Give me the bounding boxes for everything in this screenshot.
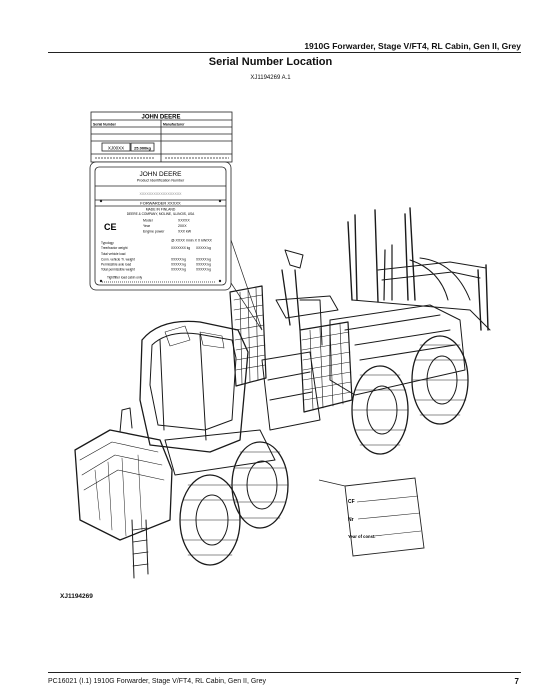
plate-main-row-label: Engine power — [143, 230, 165, 234]
plate-small — [344, 477, 425, 557]
header-rule — [48, 52, 521, 53]
plate-main-maker-2: DEERE & COMPANY, MOLINE, ILLINOIS, USA — [127, 212, 195, 216]
plate-main-row2-v2: XXXXX kg — [196, 246, 211, 250]
forwarder-machine-illustration — [74, 207, 491, 579]
callout-lines — [230, 239, 346, 487]
plate-main-row2-label: Typology — [101, 241, 114, 245]
plate-main-note: Tightfilter load cabin only — [107, 276, 143, 280]
plate-top-serial-label: Serial Number — [93, 123, 117, 127]
plate-main-row2-v1: XXXXX kg — [171, 268, 186, 272]
plate-main-row2-v2: XXXXX kg — [196, 268, 211, 272]
footer-rule — [48, 672, 521, 673]
plate-main-row-label: Model — [143, 219, 153, 223]
plate-main-row2-v1: XXXXX kg — [171, 258, 186, 262]
plate-main-model-line: FORWARDER XXXXX — [140, 201, 181, 206]
plate-main-row-value: 20XX — [178, 224, 187, 228]
ce-mark: CE — [104, 222, 117, 232]
plate-top-box-text: XJ00XX — [108, 146, 124, 151]
document-header-title: 1910G Forwarder, Stage V/FT4, RL Cabin, … — [304, 41, 521, 51]
page-number: 7 — [514, 677, 519, 686]
plate-main-brand: JOHN DEERE — [140, 171, 183, 178]
plate-main-serial-value: XXXXXXXXXXXXXXXXXX — [139, 192, 182, 196]
plate-main — [89, 161, 232, 291]
plate-main-row2-label: Total permissible weight — [101, 268, 135, 272]
footer-text: PC16021 (I.1) 1910G Forwarder, Stage V/F… — [48, 678, 267, 685]
plate-top-brand: JOHN DEERE — [141, 115, 180, 121]
plate-main-rpm-line: @ XXXX r/min X X kW/XX — [171, 239, 213, 243]
plate-small-label-nr: Nr — [348, 517, 354, 523]
plate-top — [90, 111, 233, 163]
plate-top-right-label: Manufacturer — [163, 123, 185, 127]
plate-main-row-label: Year — [143, 224, 151, 228]
plate-main-row2-v1: XXXXXXX kg — [171, 246, 190, 250]
plate-main-row2-label: Tree/tractor weight — [101, 246, 128, 250]
plate-main-maker-1: MADE IN FINLAND — [146, 208, 176, 212]
plate-main-row2-label: Total vehicle load — [101, 252, 126, 256]
plate-main-row2-label: Conn. vehicle Tr. weight — [101, 258, 135, 262]
plate-main-row-value: XXXXX — [178, 219, 190, 223]
plate-main-row2-v1: XXXXX kg — [171, 263, 186, 267]
section-title: Serial Number Location — [208, 56, 333, 68]
plate-small-label-year: Year of const. — [348, 534, 375, 539]
plate-main-row-value: XXX kW — [178, 230, 192, 234]
plate-main-row2-v2: XXXXX kg — [196, 258, 211, 262]
plate-small-label-cf: CF — [348, 499, 355, 505]
plate-main-row2-label: Permissible axle load — [101, 263, 131, 267]
plate-top-box-weight: 25.000kg — [134, 146, 151, 151]
figure-id: XJ1194269 — [60, 593, 93, 600]
plate-main-row2-v2: XXXXX kg — [196, 263, 211, 267]
figure-reference: XJ1194269 A.1 — [250, 75, 291, 81]
plate-main-pin-label: Product Identification Number — [137, 179, 185, 183]
